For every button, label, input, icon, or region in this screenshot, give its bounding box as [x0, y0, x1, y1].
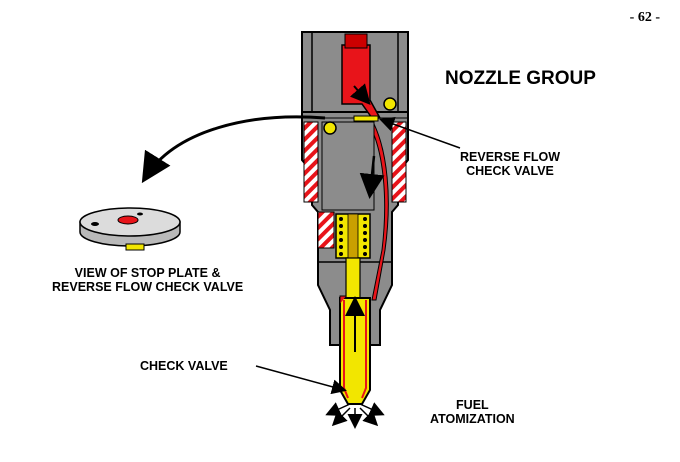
- diagram-title: NOZZLE GROUP: [445, 68, 596, 89]
- reverse-flow-label-line1: REVERSE FLOW: [460, 150, 561, 164]
- stop-plate-label-line2: REVERSE FLOW CHECK VALVE: [52, 280, 244, 295]
- flow-arrows: [345, 83, 385, 352]
- hatched-seals: [303, 121, 407, 249]
- reverse-flow-label-line2: CHECK VALVE: [466, 164, 554, 179]
- spray-arrows: [325, 402, 385, 429]
- view-arrow: [141, 115, 326, 184]
- stop-plate-label-line1: VIEW OF STOP PLATE &: [74, 266, 221, 280]
- check-valve-label: CHECK VALVE: [140, 359, 228, 373]
- stop-plate-label: VIEW OF STOP PLATE & REVERSE FLOW CHECK …: [52, 266, 243, 295]
- stop-plate-view: [79, 207, 181, 251]
- page-number: - 62 -: [629, 10, 660, 25]
- reverse-flow-label: REVERSE FLOW CHECK VALVE: [460, 150, 560, 179]
- leader-lines: [255, 116, 461, 395]
- fuel-atomization-label: FUEL ATOMIZATION: [430, 398, 515, 427]
- dowel-balls: [323, 97, 397, 135]
- spring: [335, 213, 371, 259]
- fuel-atomization-line2: ATOMIZATION: [430, 412, 515, 427]
- fuel-atomization-line1: FUEL: [456, 398, 489, 412]
